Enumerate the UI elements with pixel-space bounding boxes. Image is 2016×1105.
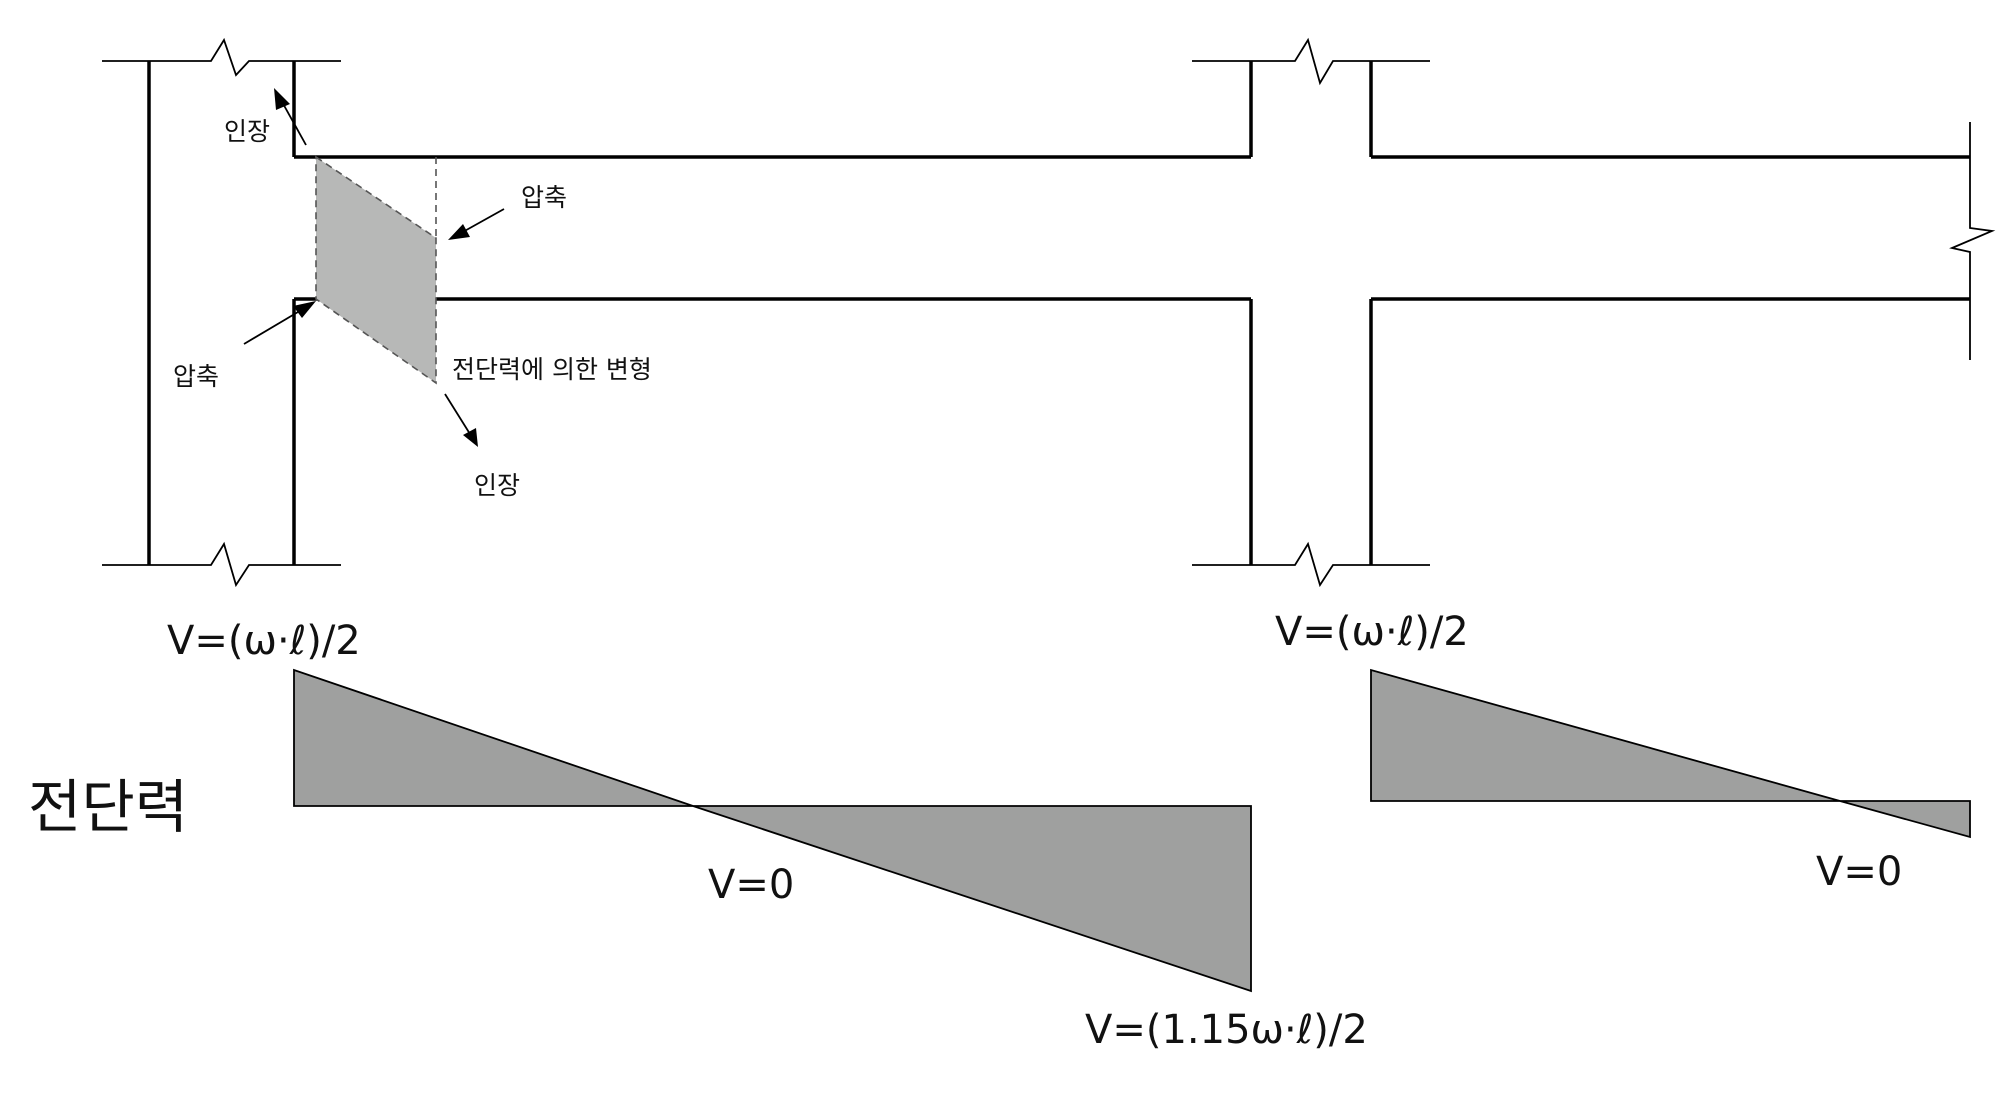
shear-right-positive-area bbox=[1370, 668, 1841, 802]
left-column-top-break-line bbox=[102, 37, 341, 77]
shear-diagram-main bbox=[293, 668, 1252, 993]
main-beam bbox=[294, 155, 1251, 301]
right-column-bottom-break-line bbox=[1192, 541, 1430, 588]
arrow-compression-left bbox=[243, 311, 299, 345]
shear-right-negative-area bbox=[1839, 800, 1971, 839]
arrow-compression-right bbox=[460, 208, 505, 234]
continuing-beam-break-line bbox=[1949, 122, 1996, 360]
arrow-tension-bottom bbox=[444, 393, 471, 435]
shear-force-title: 전단력 bbox=[28, 773, 188, 841]
formula-v-zero-main: V=0 bbox=[708, 862, 794, 908]
shear-main-positive-area bbox=[293, 668, 694, 807]
shear-diagram-right bbox=[1370, 668, 1971, 839]
arrowhead-icon bbox=[448, 224, 470, 240]
arrow-tension-top bbox=[280, 99, 307, 146]
right-column-top-break-line bbox=[1192, 37, 1430, 86]
left-column-bottom-break-line bbox=[102, 541, 341, 588]
formula-v-max-negative: V=(1.15ω·ℓ)/2 bbox=[1085, 1007, 1368, 1053]
shear-deformation-shape bbox=[315, 155, 437, 385]
label-tension-bottom: 인장 bbox=[474, 471, 520, 500]
deformation-parallelogram bbox=[315, 155, 437, 385]
formula-v-left-end: V=(ω·ℓ)/2 bbox=[167, 618, 361, 664]
right-column bbox=[1192, 37, 1430, 588]
label-tension-top: 인장 bbox=[224, 117, 270, 146]
arrowhead-icon bbox=[274, 88, 290, 110]
formula-v-right-end: V=(ω·ℓ)/2 bbox=[1275, 609, 1469, 655]
continuing-beam bbox=[1371, 122, 1996, 360]
left-column bbox=[102, 37, 341, 588]
formula-v-zero-right: V=0 bbox=[1816, 849, 1902, 895]
label-compression-left: 압축 bbox=[173, 362, 219, 391]
shear-main-negative-area bbox=[692, 805, 1252, 993]
annotation-arrows bbox=[243, 88, 505, 447]
arrowhead-icon bbox=[293, 301, 316, 318]
arrowhead-icon bbox=[463, 428, 478, 447]
label-shear-deformation: 전단력에 의한 변형 bbox=[452, 355, 652, 384]
label-compression-right: 압축 bbox=[521, 183, 567, 212]
